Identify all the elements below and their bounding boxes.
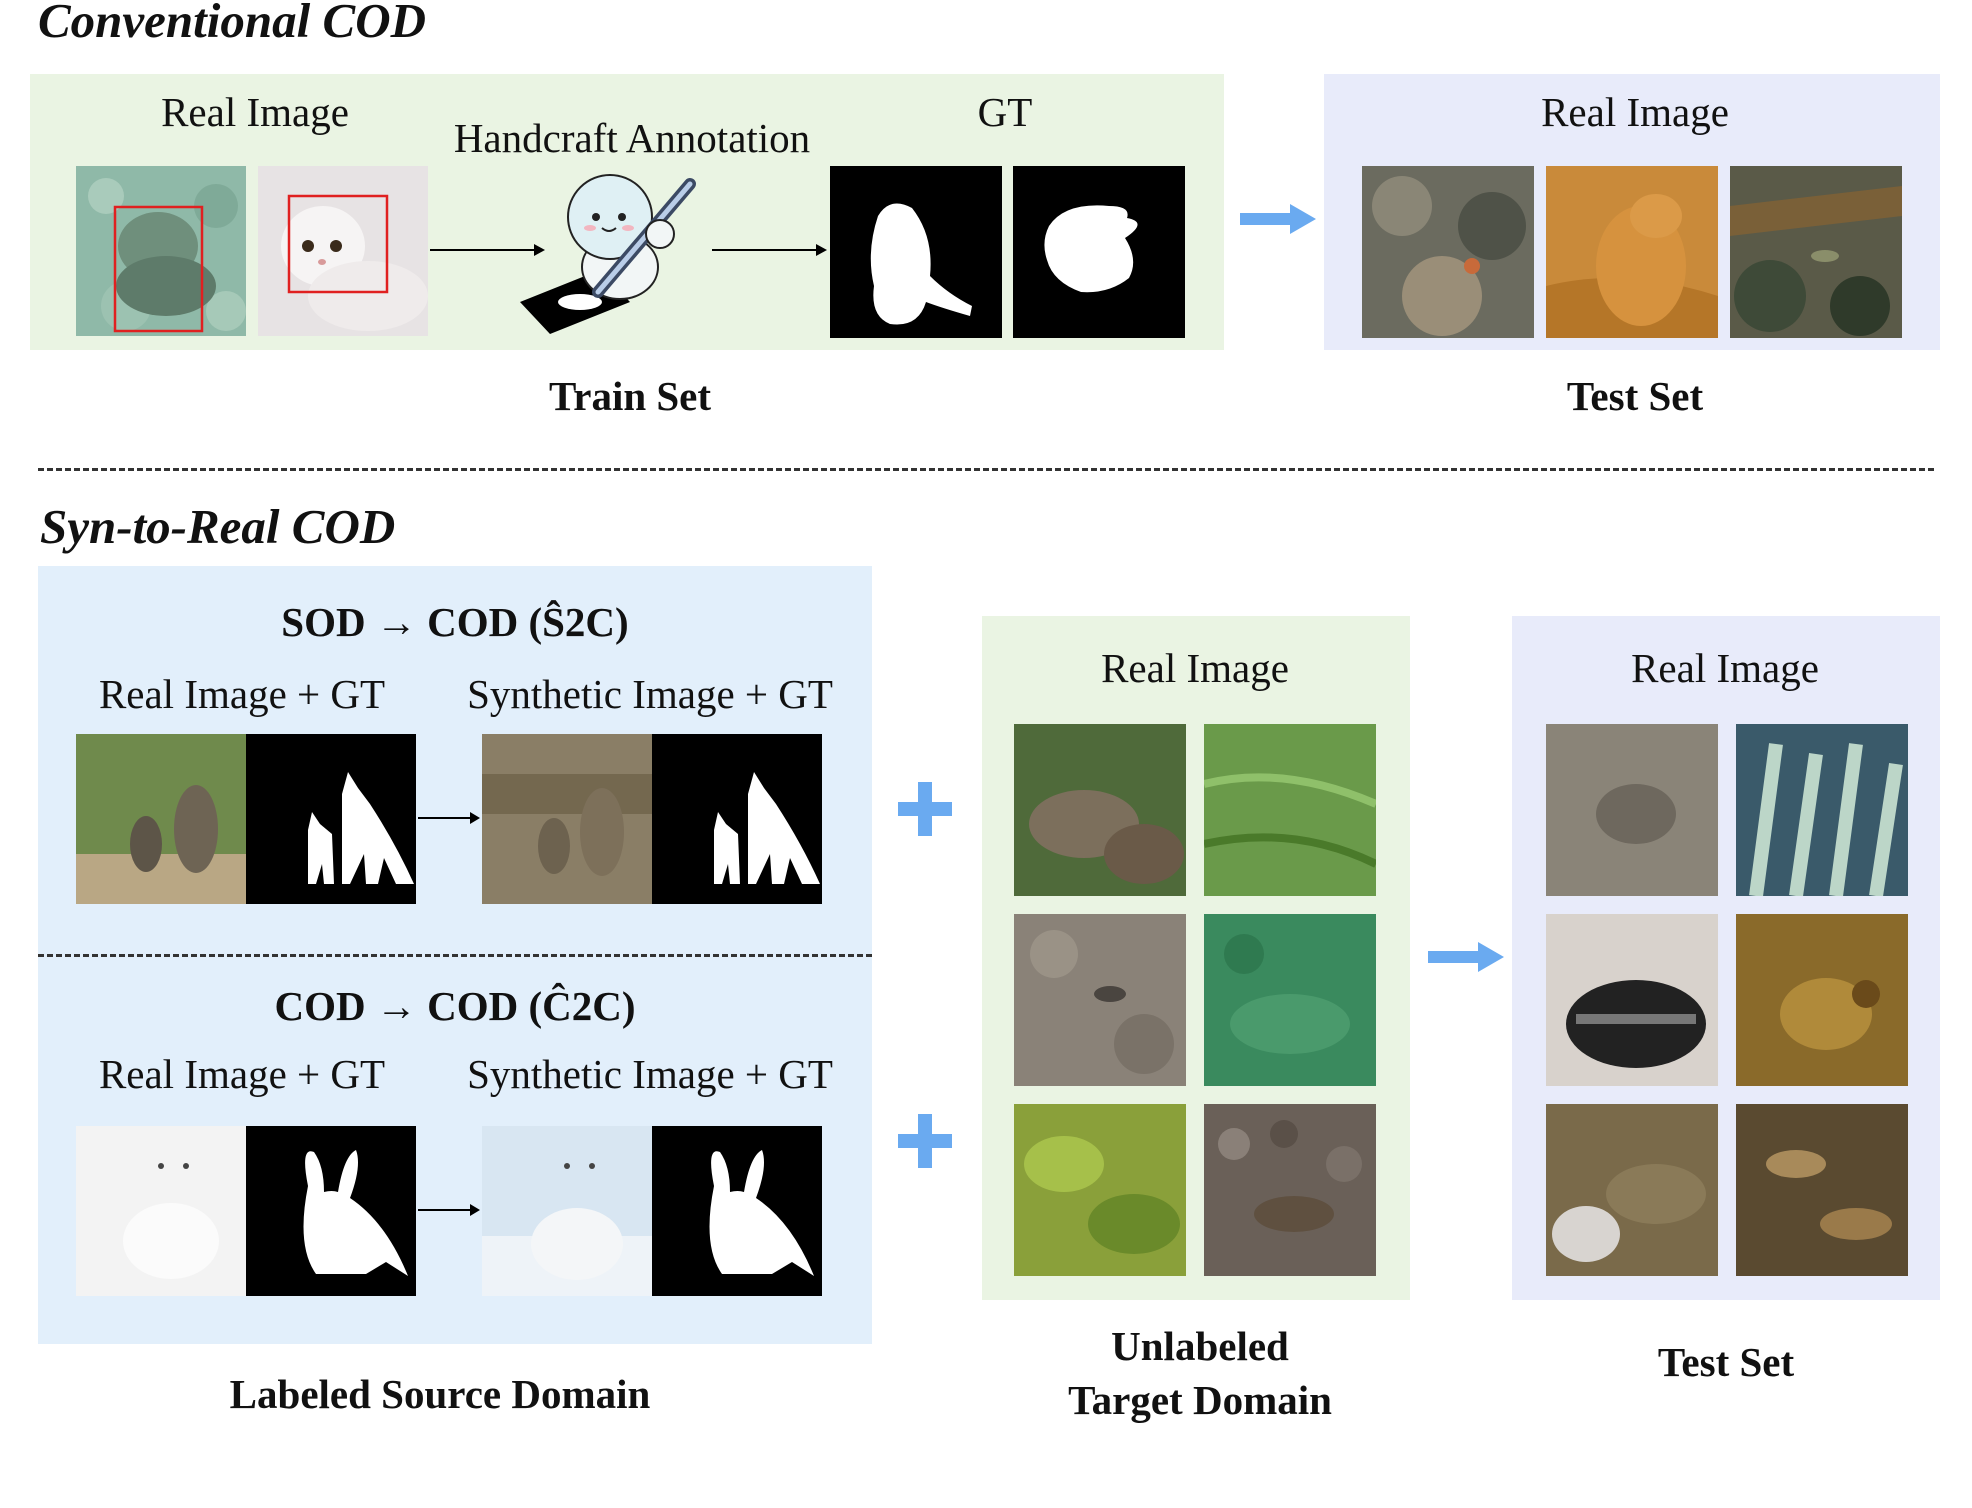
s2c-arrow: [418, 812, 480, 824]
blue-arrow-to-test: [1240, 204, 1316, 234]
plus-icon: [898, 1114, 952, 1168]
s2c-real-gt: [246, 734, 416, 904]
c2c-synthetic-label: Synthetic Image + GT: [467, 1051, 833, 1097]
target-caption-line2: Target Domain: [1068, 1377, 1332, 1423]
bottom-test-image-4: [1736, 914, 1908, 1086]
bottom-test-image-6: [1736, 1104, 1908, 1276]
bottom-test-image-2: [1736, 724, 1908, 896]
s2c-title: SOD → COD (Ŝ2C): [281, 599, 629, 645]
c2c-synthetic-image: [482, 1126, 652, 1296]
s2c-synthetic-image: [482, 734, 652, 904]
target-image-4: [1204, 914, 1376, 1086]
conventional-cod-title: Conventional COD: [38, 0, 426, 48]
source-panel-divider: [38, 954, 872, 957]
labeled-source-domain-caption: Labeled Source Domain: [229, 1371, 651, 1417]
target-image-3: [1014, 914, 1186, 1086]
train-set-caption: Train Set: [548, 373, 712, 419]
c2c-arrow: [418, 1204, 480, 1216]
c2c-real-image: [76, 1126, 246, 1296]
target-image-2: [1204, 724, 1376, 896]
train-image-fish: [76, 166, 246, 336]
top-test-real-image-label: Real Image: [1541, 89, 1729, 135]
target-image-1: [1014, 724, 1186, 896]
c2c-title: COD → COD (Ĉ2C): [274, 983, 636, 1029]
s2c-synthetic-gt: [652, 734, 822, 904]
gt-label: GT: [977, 89, 1033, 135]
top-test-image-3: [1730, 166, 1902, 338]
top-test-image-2: [1546, 166, 1718, 338]
train-image-cat: [258, 166, 428, 336]
bottom-test-real-image-label: Real Image: [1631, 645, 1819, 691]
target-image-6: [1204, 1104, 1376, 1276]
arrow-to-gt: [712, 244, 827, 256]
syn-to-real-cod-title: Syn-to-Real COD: [40, 499, 396, 554]
c2c-real-gt: [246, 1126, 416, 1296]
top-test-image-1: [1362, 166, 1534, 338]
handcraft-annotation-label: Handcraft Annotation: [453, 115, 811, 161]
s2c-real-image: [76, 734, 246, 904]
target-image-5: [1014, 1104, 1186, 1276]
blue-arrow-to-bottom-test: [1428, 942, 1504, 972]
arrow-to-annotation: [430, 244, 545, 256]
annotator-mascot-icon: [520, 174, 696, 334]
bottom-test-image-3: [1546, 914, 1718, 1086]
bottom-test-image-5: [1546, 1104, 1718, 1276]
c2c-synthetic-gt: [652, 1126, 822, 1296]
target-caption-line1: Unlabeled: [1111, 1323, 1289, 1369]
plus-icon: [898, 782, 952, 836]
gt-mask-cat: [1013, 166, 1185, 338]
target-real-image-label: Real Image: [1101, 645, 1289, 691]
bottom-test-set-caption: Test Set: [1657, 1339, 1795, 1385]
train-real-image-label: Real Image: [161, 89, 349, 135]
s2c-synthetic-label: Synthetic Image + GT: [467, 671, 833, 717]
bottom-test-image-1: [1546, 724, 1718, 896]
top-test-set-caption: Test Set: [1566, 373, 1704, 419]
c2c-real-label: Real Image + GT: [98, 1051, 386, 1097]
s2c-real-label: Real Image + GT: [98, 671, 386, 717]
section-divider: [38, 468, 1934, 471]
gt-mask-fish: [830, 166, 1002, 338]
